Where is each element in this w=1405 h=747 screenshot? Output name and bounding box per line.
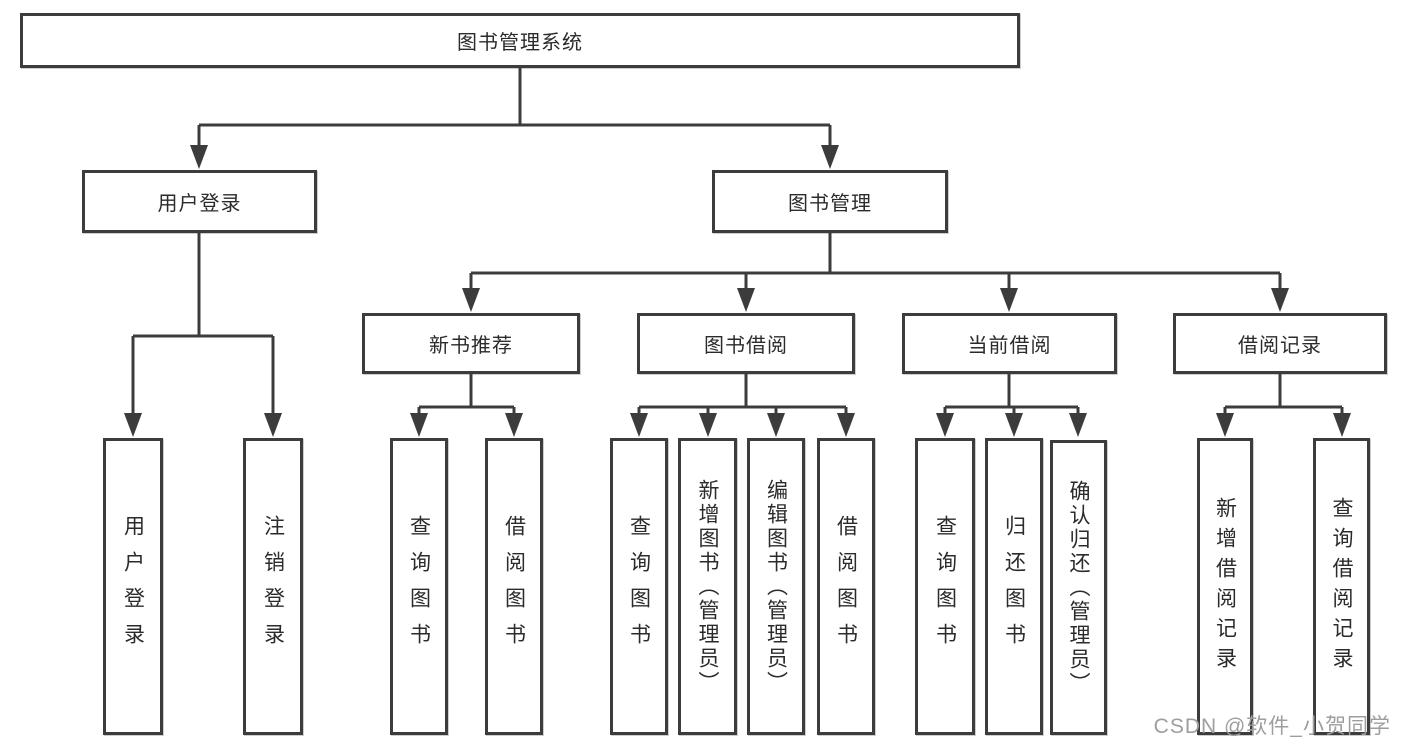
- node-book-borrowing: 图书借阅: [637, 313, 855, 374]
- node-borrowing-records: 借阅记录: [1173, 313, 1387, 374]
- node-label: 借阅图书: [834, 514, 858, 659]
- node-label: 查询借阅记录: [1330, 496, 1353, 677]
- leaf-borrowing-add-books-admin: 新增图书（管理员）: [678, 438, 737, 735]
- leaf-borrowing-borrow-books: 借阅图书: [817, 438, 875, 735]
- leaf-user-login: 用户登录: [103, 438, 163, 735]
- node-label: 归还图书: [1002, 514, 1026, 659]
- leaf-current-confirm-return-admin: 确认归还（管理员）: [1050, 440, 1107, 735]
- node-label: 新增图书（管理员）: [696, 478, 719, 695]
- node-label: 新书推荐: [429, 335, 513, 357]
- node-label: 注销登录: [261, 514, 285, 659]
- node-label: 新增借阅记录: [1213, 496, 1237, 677]
- node-label: 图书管理: [788, 193, 872, 215]
- node-label: 编辑图书（管理员）: [764, 478, 788, 695]
- leaf-borrowing-query-books: 查询图书: [610, 438, 668, 735]
- node-label: 当前借阅: [967, 335, 1052, 357]
- node-label: 查询图书: [627, 514, 651, 659]
- leaf-logout: 注销登录: [243, 438, 303, 735]
- node-label: 用户登录: [157, 193, 242, 215]
- node-label: 查询图书: [407, 514, 431, 659]
- leaf-borrowing-edit-books-admin: 编辑图书（管理员）: [747, 438, 805, 735]
- node-label: 图书管理系统: [457, 32, 583, 54]
- node-label: 查询图书: [933, 514, 957, 659]
- node-book-management: 图书管理: [712, 170, 948, 233]
- watermark: CSDN @软件_小贺同学: [1153, 715, 1391, 738]
- node-label: 图书借阅: [704, 335, 788, 357]
- leaf-current-return-books: 归还图书: [985, 438, 1043, 735]
- node-label: 借阅记录: [1238, 335, 1322, 357]
- node-label: 用户登录: [121, 514, 145, 659]
- node-new-book-recommend: 新书推荐: [362, 313, 580, 374]
- node-root: 图书管理系统: [20, 13, 1020, 68]
- leaf-records-add-record: 新增借阅记录: [1197, 438, 1253, 735]
- leaf-recommend-query-books: 查询图书: [390, 438, 448, 735]
- leaf-recommend-borrow-books: 借阅图书: [485, 438, 543, 735]
- node-user-login: 用户登录: [82, 170, 317, 233]
- leaf-records-query-record: 查询借阅记录: [1313, 438, 1370, 735]
- node-label: 确认归还（管理员）: [1067, 479, 1090, 696]
- node-current-borrowing: 当前借阅: [902, 313, 1117, 374]
- node-label: 借阅图书: [502, 514, 526, 659]
- leaf-current-query-books: 查询图书: [915, 438, 975, 735]
